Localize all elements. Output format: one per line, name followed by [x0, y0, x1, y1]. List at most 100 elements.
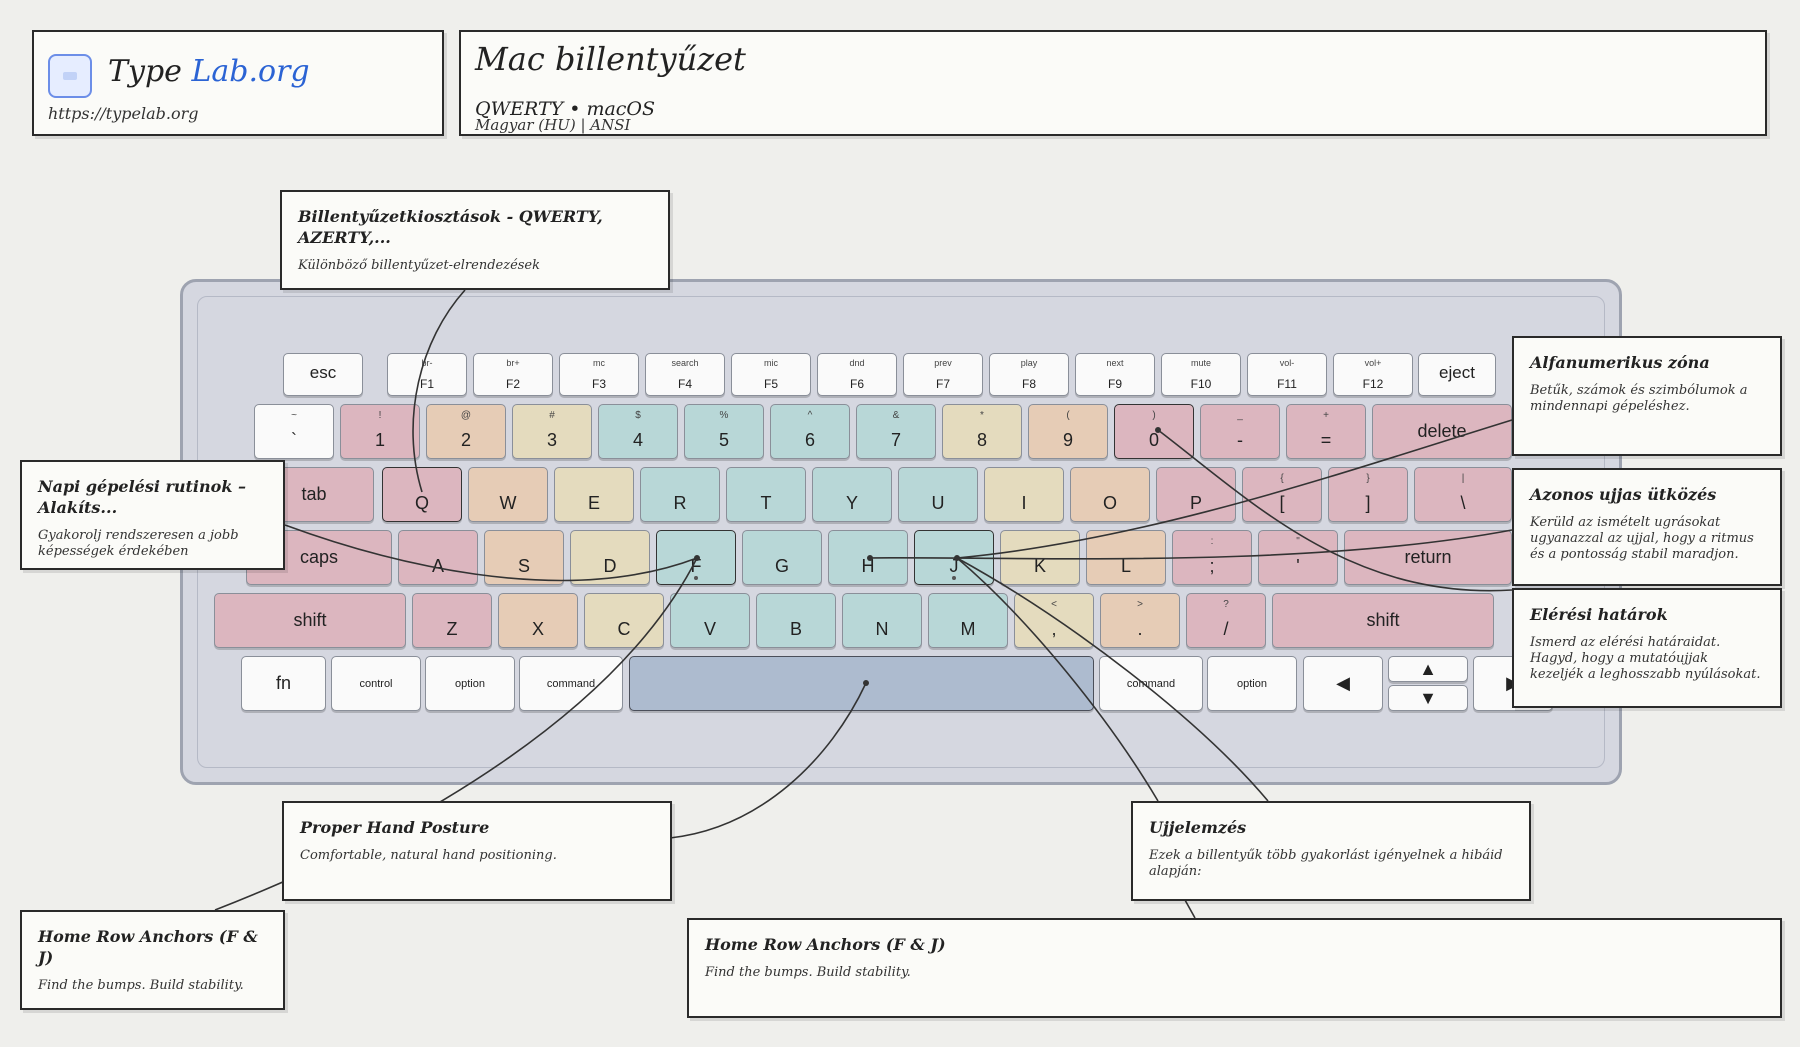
key-b[interactable]: B: [756, 593, 836, 648]
key-rcommand[interactable]: command: [1099, 656, 1203, 711]
key-f9-shift-label: next: [1106, 358, 1124, 368]
key-f-label: F: [690, 556, 702, 576]
key-esc[interactable]: esc: [283, 353, 363, 396]
key-f8-label: F8: [1021, 377, 1036, 391]
key-2-shift-label: @: [460, 410, 472, 421]
key-delete[interactable]: delete: [1372, 404, 1512, 459]
key-a-label: A: [431, 556, 444, 576]
key-equal[interactable]: +=: [1286, 404, 1366, 459]
key-control[interactable]: control: [331, 656, 421, 711]
key-lcommand[interactable]: command: [519, 656, 623, 711]
key-z[interactable]: Z: [412, 593, 492, 648]
key-f12[interactable]: vol+ F12: [1333, 353, 1413, 396]
key-lshift[interactable]: shift: [214, 593, 406, 648]
key-eject[interactable]: eject: [1418, 353, 1496, 396]
key-fn[interactable]: fn: [241, 656, 326, 711]
key-slash[interactable]: ?/: [1186, 593, 1266, 648]
key-k[interactable]: K: [1000, 530, 1080, 585]
key-e[interactable]: E: [554, 467, 634, 522]
key-p[interactable]: P: [1156, 467, 1236, 522]
key-up[interactable]: ▲: [1388, 656, 1468, 682]
key-backtick-shift-label: ~: [291, 410, 297, 421]
key-0[interactable]: )0: [1114, 404, 1194, 459]
key-f4-shift-label: search: [671, 358, 699, 368]
key-backtick[interactable]: ~`: [254, 404, 334, 459]
key-f11-label: F11: [1277, 377, 1297, 391]
key-lbracket-shift-label: {: [1280, 473, 1284, 484]
key-left[interactable]: ◀: [1303, 656, 1383, 711]
key-w[interactable]: W: [468, 467, 548, 522]
key-space[interactable]: [629, 656, 1094, 711]
key-3-label: 3: [546, 430, 557, 450]
key-rbracket[interactable]: }]: [1328, 467, 1408, 522]
key-f[interactable]: F: [656, 530, 736, 585]
key-x[interactable]: X: [498, 593, 578, 648]
key-3[interactable]: #3: [512, 404, 592, 459]
key-i[interactable]: I: [984, 467, 1064, 522]
key-down[interactable]: ▼: [1388, 685, 1468, 711]
key-eject-label: eject: [1439, 362, 1475, 382]
key-2[interactable]: @2: [426, 404, 506, 459]
key-r[interactable]: R: [640, 467, 720, 522]
key-minus[interactable]: _-: [1200, 404, 1280, 459]
connector-bottom-accuracy: [1184, 899, 1196, 919]
brand-url-link[interactable]: https://typelab.org: [48, 104, 199, 123]
key-9-label: 9: [1062, 430, 1073, 450]
key-p-label: P: [1189, 493, 1202, 513]
key-v[interactable]: V: [670, 593, 750, 648]
key-period-shift-label: >: [1137, 599, 1143, 610]
key-9[interactable]: (9: [1028, 404, 1108, 459]
key-s[interactable]: S: [484, 530, 564, 585]
key-5[interactable]: %5: [684, 404, 764, 459]
key-f2[interactable]: br+F2: [473, 353, 553, 396]
key-backslash[interactable]: |\: [1414, 467, 1512, 522]
brand-name[interactable]: Type Lab.org: [108, 54, 310, 89]
key-roption[interactable]: option: [1207, 656, 1297, 711]
key-t[interactable]: T: [726, 467, 806, 522]
key-f11[interactable]: vol-F11: [1247, 353, 1327, 396]
key-g[interactable]: G: [742, 530, 822, 585]
key-4[interactable]: $4: [598, 404, 678, 459]
key-comma[interactable]: <,: [1014, 593, 1094, 648]
key-7[interactable]: &7: [856, 404, 936, 459]
key-m[interactable]: M: [928, 593, 1008, 648]
key-quote[interactable]: "': [1258, 530, 1338, 585]
note-reach-title: Elérési határok: [1530, 605, 1668, 624]
key-8[interactable]: *8: [942, 404, 1022, 459]
key-j[interactable]: J: [914, 530, 994, 585]
key-n[interactable]: N: [842, 593, 922, 648]
key-loption[interactable]: option: [425, 656, 515, 711]
key-u[interactable]: U: [898, 467, 978, 522]
key-1[interactable]: !1: [340, 404, 420, 459]
key-f3-shift-label: mc: [593, 358, 605, 368]
key-l[interactable]: L: [1086, 530, 1166, 585]
key-rshift[interactable]: shift: [1272, 593, 1494, 648]
key-f1[interactable]: br-F1: [387, 353, 467, 396]
key-c[interactable]: C: [584, 593, 664, 648]
key-o-label: O: [1102, 493, 1117, 513]
key-h[interactable]: H: [828, 530, 908, 585]
key-period[interactable]: >.: [1100, 593, 1180, 648]
key-return[interactable]: return: [1344, 530, 1512, 585]
key-7-label: 7: [890, 430, 901, 450]
key-lbracket[interactable]: {[: [1242, 467, 1322, 522]
key-q[interactable]: Q: [382, 467, 462, 522]
key-y[interactable]: Y: [812, 467, 892, 522]
key-q-label: Q: [414, 493, 429, 513]
key-o[interactable]: O: [1070, 467, 1150, 522]
key-8-shift-label: *: [980, 410, 984, 421]
key-f12-label: F12: [1362, 377, 1384, 391]
key-d[interactable]: D: [570, 530, 650, 585]
key-6[interactable]: ^6: [770, 404, 850, 459]
key-f12-shift-label: vol+: [1364, 358, 1382, 368]
key-semicolon[interactable]: :;: [1172, 530, 1252, 585]
key-a[interactable]: A: [398, 530, 478, 585]
